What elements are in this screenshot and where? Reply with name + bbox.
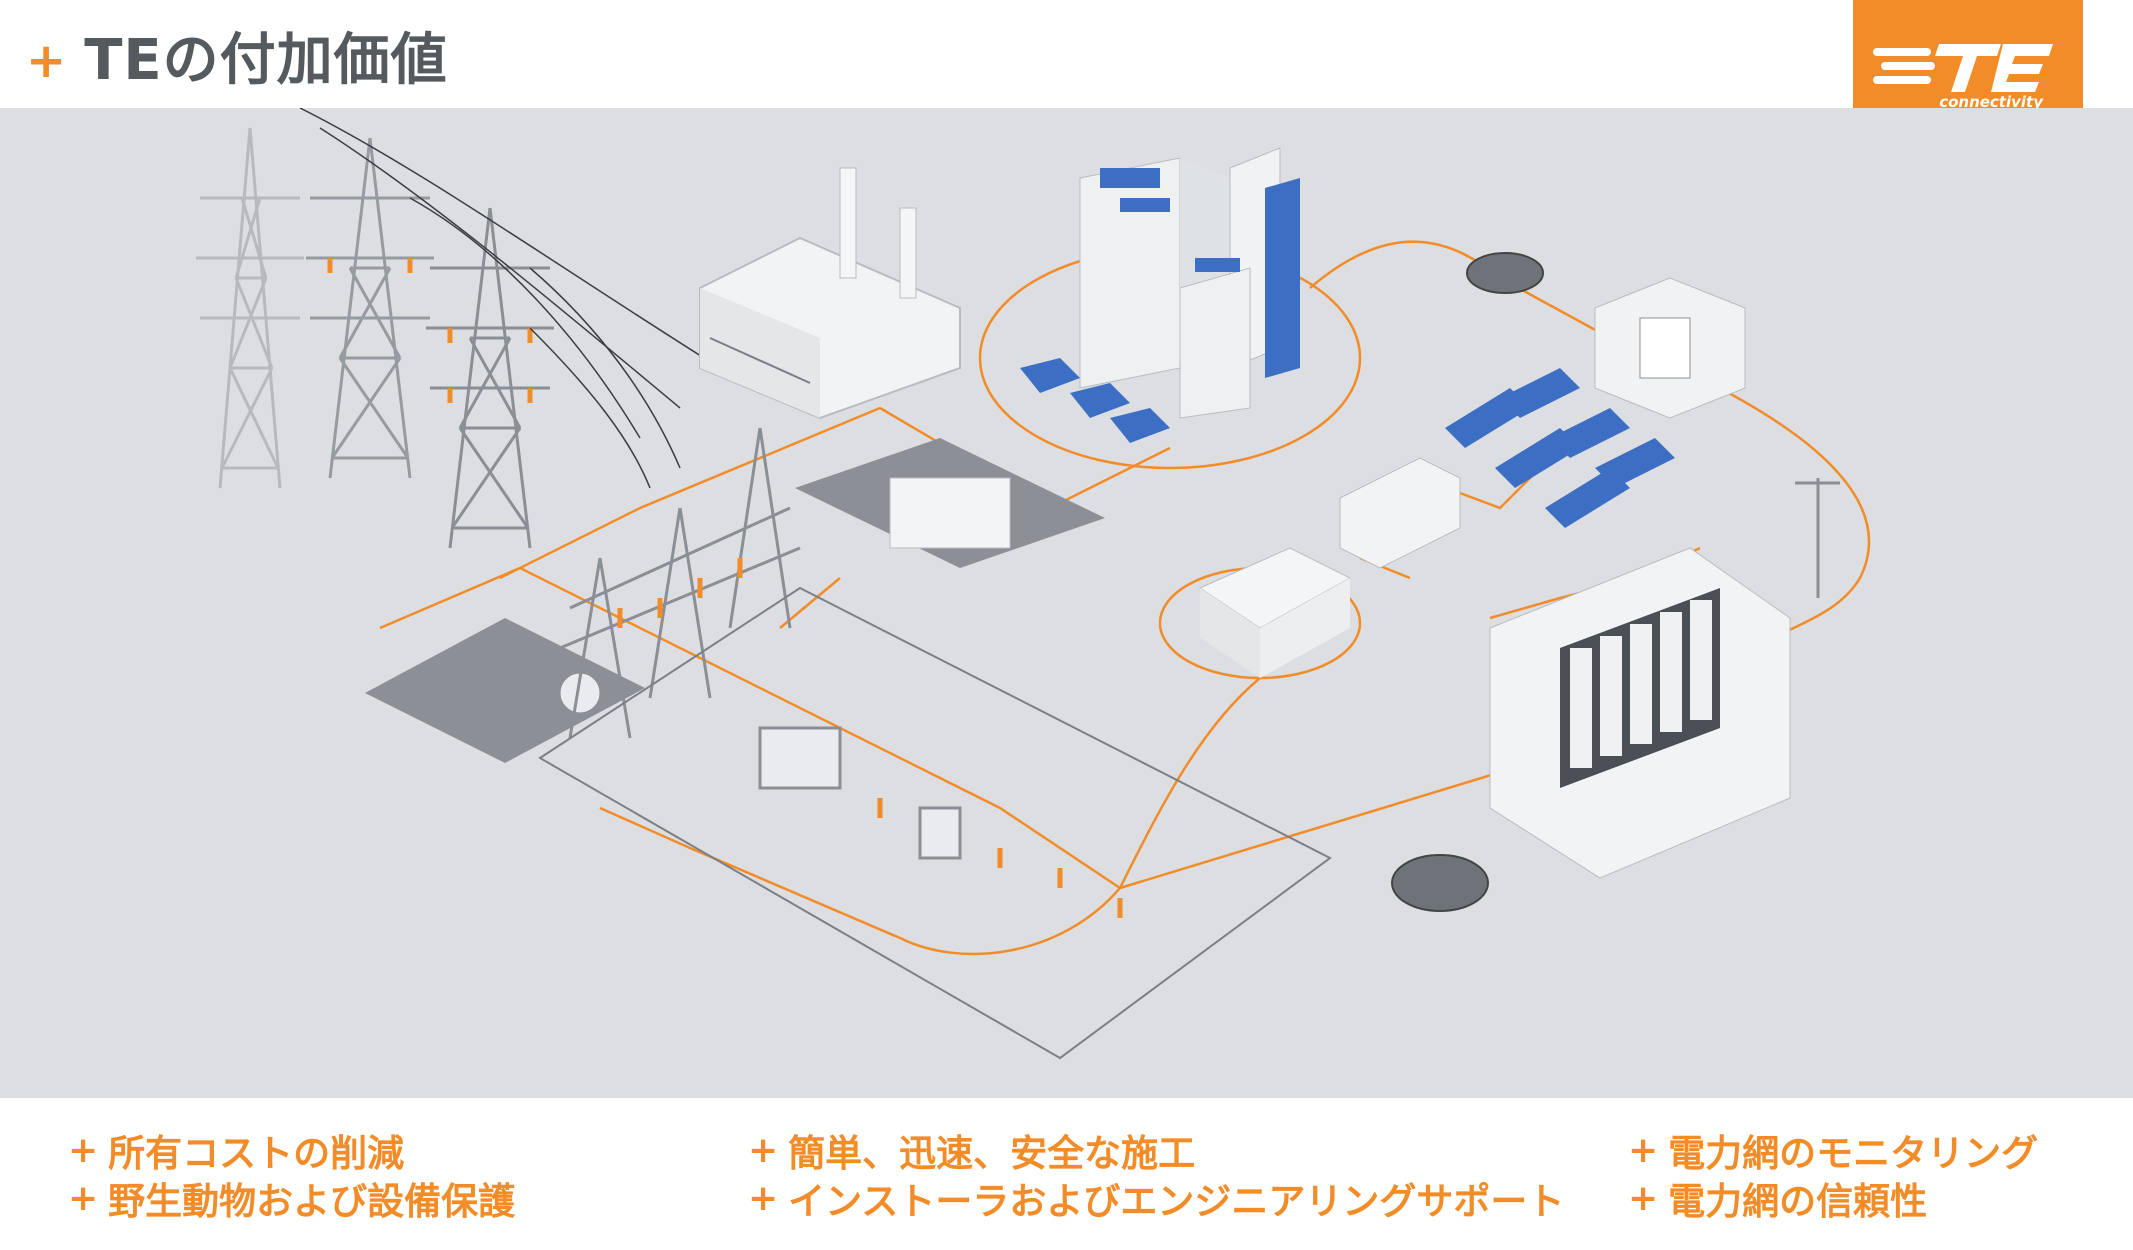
plus-icon: + — [1628, 1129, 1659, 1171]
city-buildings — [1020, 147, 1300, 443]
logo-subtitle: connectivity — [1939, 93, 2043, 111]
benefits: +所有コストの削減 +野生動物および設備保護 +簡単、迅速、安全な施工 +インス… — [0, 1098, 2133, 1250]
benefit-item: +インストーラおよびエンジニアリングサポート — [748, 1177, 1565, 1224]
fence — [538, 586, 1332, 1060]
insulators — [327, 258, 533, 403]
header: + TEの付加価値 — [0, 0, 2133, 108]
benefits-column-1: +所有コストの削減 +野生動物および設備保護 — [68, 1126, 516, 1224]
switchgear-house — [1489, 547, 1791, 879]
page-title-text: TEの付加価値 — [84, 28, 448, 93]
left-pit — [365, 618, 645, 763]
benefit-item: +野生動物および設備保護 — [68, 1177, 516, 1224]
grid-illustration — [0, 108, 2133, 1098]
te-logo-mark — [1873, 44, 2053, 92]
battery-racks — [1198, 547, 1352, 678]
benefit-item: +電力網の信頼性 — [1628, 1177, 1928, 1224]
factory — [699, 167, 961, 420]
benefit-item: +所有コストの削減 — [68, 1129, 405, 1176]
benefits-column-3: +電力網のモニタリング +電力網の信頼性 — [1628, 1126, 2039, 1224]
plus-icon: + — [68, 1129, 99, 1171]
solar-array — [1445, 368, 1675, 528]
cable-joints — [1391, 252, 1544, 912]
plus-icon: + — [1628, 1177, 1659, 1219]
utility-pole — [1795, 478, 1840, 598]
plus-icon: + — [748, 1129, 779, 1171]
power-grid-scene — [0, 108, 1871, 1098]
switchyard-insulators — [617, 558, 1123, 918]
plus-icon: + — [748, 1177, 779, 1219]
power-lines — [299, 108, 721, 489]
benefit-item: +電力網のモニタリング — [1628, 1129, 2039, 1176]
benefits-column-2: +簡単、迅速、安全な施工 +インストーラおよびエンジニアリングサポート — [748, 1126, 1565, 1224]
plus-icon: + — [68, 1177, 99, 1219]
transmission-towers — [196, 127, 554, 549]
switchyard — [559, 427, 962, 860]
benefit-item: +簡単、迅速、安全な施工 — [748, 1129, 1196, 1176]
pad-substation — [1594, 277, 1746, 419]
title-plus-icon: + — [26, 33, 67, 89]
storage-container — [1339, 457, 1461, 569]
substation-pit — [795, 438, 1105, 568]
page-title: + TEの付加価値 — [26, 26, 448, 96]
